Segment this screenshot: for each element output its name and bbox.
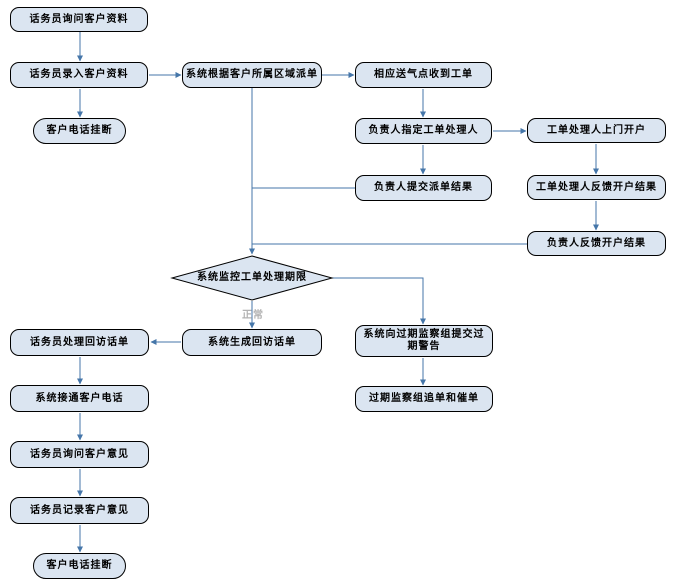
node-record-customer-opinion: 话务员记录客户意见	[10, 497, 149, 524]
node-connect-customer-phone: 系统接通客户电话	[10, 385, 149, 412]
node-customer-hangup-top: 客户电话挂断	[33, 118, 126, 144]
node-label: 话务员记录客户意见	[30, 504, 129, 516]
node-label: 客户电话挂断	[46, 560, 113, 571]
node-handler-feedback-result: 工单处理人反馈开户结果	[527, 175, 666, 200]
node-label: 工单处理人上门开户	[547, 124, 646, 136]
node-label: 话务员询问客户意见	[30, 448, 129, 460]
node-handle-callback-ticket: 话务员处理回访话单	[10, 329, 149, 356]
node-gas-point-receive-order: 相应送气点收到工单	[355, 62, 492, 88]
node-overdue-chase: 过期监察组追单和催单	[355, 386, 493, 412]
node-label: 话务员录入客户资料	[29, 69, 129, 80]
node-ask-customer-opinion: 话务员询问客户意见	[10, 441, 149, 468]
node-label: 话务员询问客户资料	[29, 13, 129, 25]
node-label: 系统生成回访话单	[208, 336, 296, 348]
edge-label-normal: 正常	[242, 310, 264, 321]
node-label: 负责人提交派单结果	[374, 182, 473, 193]
node-label: 工单处理人反馈开户结果	[536, 181, 657, 193]
node-dispatch-by-region: 系统根据客户所属区域派单	[182, 62, 322, 88]
node-submit-dispatch-result: 负责人提交派单结果	[355, 175, 492, 201]
node-label: 话务员处理回访话单	[30, 336, 129, 348]
node-customer-hangup-bottom: 客户电话挂断	[33, 553, 126, 579]
node-label: 系统监控工单处理期限	[197, 272, 307, 283]
node-label: 负责人指定工单处理人	[368, 125, 479, 136]
node-leader-feedback-result: 负责人反馈开户结果	[527, 231, 666, 256]
node-ask-customer-info: 话务员询问客户资料	[10, 7, 148, 32]
node-label: 负责人反馈开户结果	[547, 237, 646, 249]
node-enter-customer-info: 话务员录入客户资料	[10, 62, 148, 88]
edge-monitor-to-overduewarning	[332, 277, 426, 325]
node-label: 客户电话挂断	[46, 125, 113, 136]
node-label: 过期监察组追单和催单	[369, 393, 479, 404]
node-label: 系统向过期监察组提交过期警告	[363, 329, 485, 352]
node-generate-callback-ticket: 系统生成回访话单	[182, 329, 322, 356]
node-monitor-deadline-decision: 系统监控工单处理期限	[172, 266, 332, 290]
node-assign-order-handler: 负责人指定工单处理人	[355, 118, 492, 144]
node-handler-door-open-account: 工单处理人上门开户	[527, 118, 666, 143]
decision-diamond-shape	[170, 255, 334, 301]
node-overdue-warning: 系统向过期监察组提交过期警告	[355, 325, 493, 357]
node-label: 系统根据客户所属区域派单	[186, 69, 318, 80]
node-label: 系统接通客户电话	[35, 392, 124, 404]
node-label: 相应送气点收到工单	[374, 69, 473, 80]
